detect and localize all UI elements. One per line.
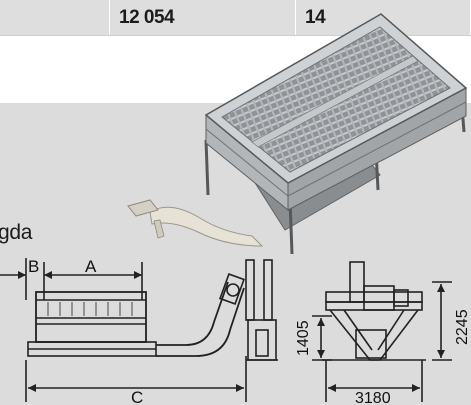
spec-cell-value-1: 12 054 (110, 0, 296, 35)
dim-label-c: C (131, 388, 143, 405)
spec-cell-empty (0, 0, 110, 35)
dim-label-height-total: 2245 (454, 309, 471, 345)
table-divider (0, 35, 471, 36)
dim-label-a: A (85, 257, 97, 276)
section-heading: gda (0, 221, 33, 244)
dim-label-width: 3180 (355, 390, 391, 405)
dim-label-b: B (28, 257, 39, 276)
dim-label-height-inner: 1405 (295, 320, 312, 356)
